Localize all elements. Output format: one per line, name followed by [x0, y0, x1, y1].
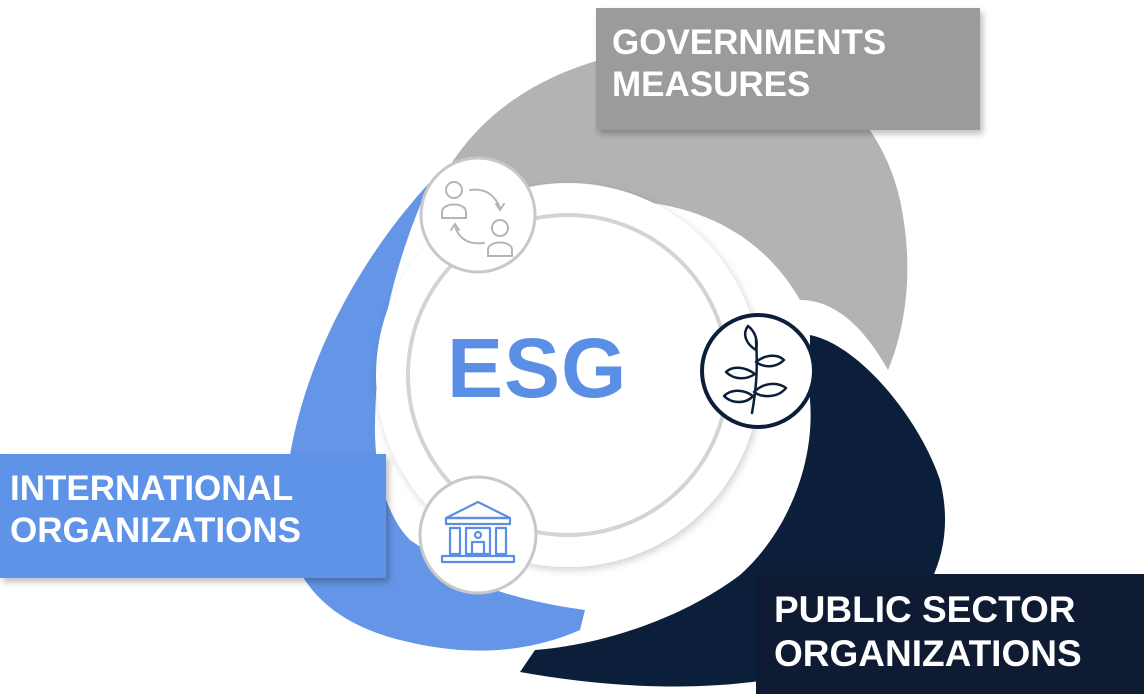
plant-leaves-icon	[700, 313, 816, 429]
people-exchange-icon	[419, 156, 537, 274]
governments-measures-label: GOVERNMENTS MEASURES	[596, 8, 980, 130]
label-line: ORGANIZATIONS	[774, 633, 1082, 675]
label-line: ORGANIZATIONS	[10, 511, 302, 550]
label-line: PUBLIC SECTOR	[774, 589, 1076, 630]
label-line: INTERNATIONAL	[10, 469, 294, 508]
institution-building-icon	[418, 475, 538, 595]
public-sector-organizations-label: PUBLIC SECTOR ORGANIZATIONS	[756, 574, 1144, 694]
label-line: GOVERNMENTS	[612, 23, 887, 62]
center-disc	[376, 183, 760, 567]
center-title: ESG	[447, 321, 628, 415]
international-organizations-label: INTERNATIONAL ORGANIZATIONS	[0, 454, 386, 578]
label-line: MEASURES	[612, 65, 811, 104]
